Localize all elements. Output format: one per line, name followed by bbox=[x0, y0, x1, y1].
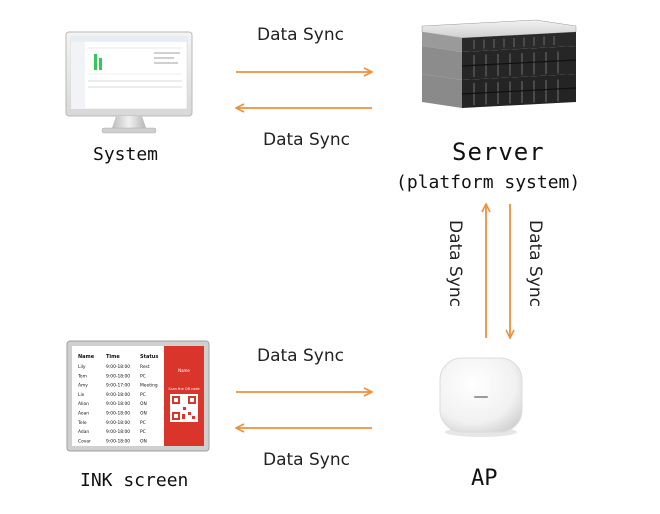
ink-table-cell: 9:00-18:00 bbox=[106, 373, 130, 379]
ink-table-cell: Tom bbox=[77, 373, 87, 379]
label-sync-bottom-left: Data Sync bbox=[263, 450, 350, 470]
ink-table-cell: 9:00-18:00 bbox=[106, 364, 130, 370]
ink-table-cell: 9:00-18:00 bbox=[106, 401, 130, 407]
ink-table-cell: PC bbox=[140, 429, 146, 435]
ink-table-cell: ON bbox=[140, 411, 147, 417]
ink-table-cell: PC bbox=[140, 420, 146, 426]
ink-table-cell: PC bbox=[140, 373, 146, 379]
ink-table-cell: PC bbox=[140, 392, 146, 398]
ink-table-cell: Lin bbox=[78, 392, 85, 398]
svg-text:Name: Name bbox=[178, 368, 190, 373]
ink-table-cell: 9:00-18:00 bbox=[106, 411, 130, 417]
ink-table-cell: ON bbox=[140, 438, 147, 444]
ink-table-cell: Covar bbox=[78, 438, 91, 444]
ink-table-cell: Tele bbox=[77, 420, 87, 426]
server-rack-icon bbox=[421, 19, 577, 108]
ink-table-header: Name bbox=[78, 354, 95, 360]
label-server: Server bbox=[452, 138, 545, 166]
ink-table-cell: ON bbox=[140, 401, 147, 407]
ink-table-cell: Lily bbox=[78, 364, 86, 370]
label-sync-vert-up: Data Sync bbox=[445, 220, 465, 307]
label-sync-top-left: Data Sync bbox=[263, 130, 350, 150]
ink-table-cell: 9:00-17:00 bbox=[106, 383, 130, 389]
monitor-icon bbox=[65, 31, 193, 134]
ink-table-cell: Meeting bbox=[140, 383, 158, 389]
ink-table-cell: Adan bbox=[78, 429, 89, 435]
ink-table-header: Time bbox=[106, 354, 120, 360]
ink-table-cell: 9:00-18:00 bbox=[106, 420, 130, 426]
ink-table-cell: 9:00-18:00 bbox=[106, 438, 130, 444]
ink-table-cell: Rest bbox=[140, 364, 150, 370]
label-system: System bbox=[93, 144, 159, 165]
ink-table-header: Status bbox=[140, 354, 158, 360]
label-server-sub: (platform system) bbox=[396, 172, 581, 193]
ink-table-cell: 9:00-18:00 bbox=[106, 429, 130, 435]
label-ap: AP bbox=[471, 466, 498, 491]
ink-table-cell: 9:00-18:00 bbox=[106, 392, 130, 398]
label-sync-vert-down: Data Sync bbox=[525, 220, 545, 307]
eink-display-icon: Name Scan the QR code Name Time StatusLily… bbox=[66, 340, 210, 452]
access-point-icon bbox=[439, 357, 523, 437]
label-sync-top-right: Data Sync bbox=[257, 25, 344, 45]
ink-table-cell: Amy bbox=[78, 383, 88, 389]
svg-text:Scan the QR code: Scan the QR code bbox=[168, 387, 199, 391]
ink-table-cell: Aoan bbox=[78, 411, 89, 417]
ink-table-cell: Alion bbox=[78, 401, 89, 407]
label-sync-bottom-right: Data Sync bbox=[257, 346, 344, 366]
label-ink-screen: INK screen bbox=[80, 470, 189, 491]
